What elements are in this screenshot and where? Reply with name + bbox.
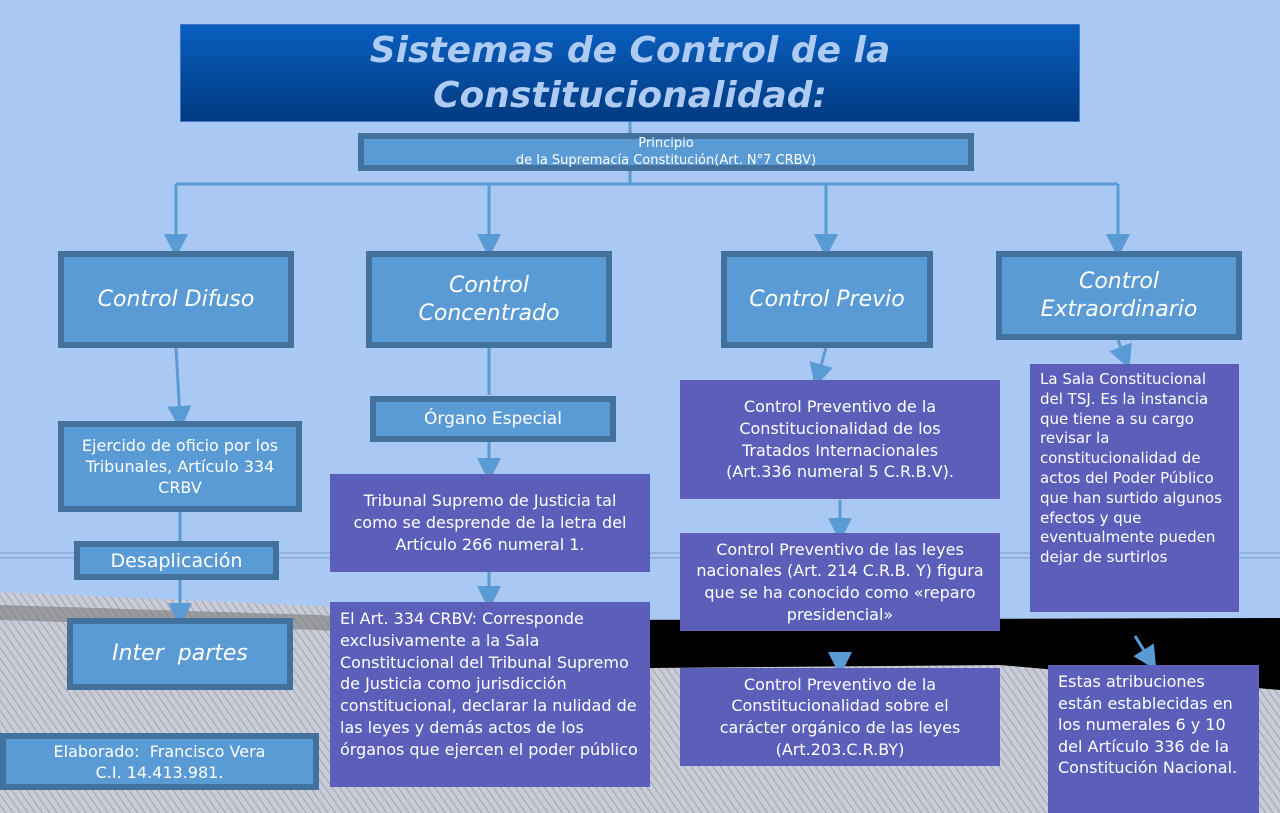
category-extraordinario-label: Control Extraordinario: [1040, 268, 1198, 322]
author-line2: C.I. 14.413.981.: [95, 762, 224, 782]
category-difuso: Control Difuso: [58, 251, 294, 348]
category-concentrado-label: Control Concentrado: [418, 272, 560, 326]
diagram-title-text: Sistemas de Control de la Constitucional…: [369, 30, 891, 116]
concentrado-organo-box: Órgano Especial: [370, 396, 616, 442]
author-line1: Elaborado: Francisco Vera: [53, 741, 266, 761]
concentrado-tribunal-text: Tribunal Supremo de Justicia tal como se…: [353, 491, 627, 554]
previo-tratados-box: Control Preventivo de la Constitucionali…: [680, 380, 1000, 499]
previo-organico-box: Control Preventivo de la Constitucionali…: [680, 668, 1000, 766]
previo-leyes-text: Control Preventivo de las leyes nacional…: [696, 539, 984, 624]
category-previo-label: Control Previo: [749, 286, 905, 312]
previo-tratados-text: Control Preventivo de la Constitucionali…: [726, 397, 954, 482]
concentrado-organo-text: Órgano Especial: [424, 409, 562, 429]
extraordinario-atribuciones-text: Estas atribuciones están establecidas en…: [1058, 672, 1238, 778]
difuso-desaplicacion-text: Desaplicación: [110, 549, 243, 572]
principle-line1: Principio: [638, 136, 694, 151]
extraordinario-sala-box: La Sala Constitucional del TSJ. Es la in…: [1030, 364, 1239, 612]
category-difuso-label: Control Difuso: [97, 286, 255, 312]
difuso-ejercicio-text: Ejercido de oficio por los Tribunales, A…: [81, 436, 279, 497]
previo-organico-text: Control Preventivo de la Constitucionali…: [719, 674, 961, 759]
difuso-ejercicio-box: Ejercido de oficio por los Tribunales, A…: [58, 421, 302, 512]
concentrado-art334-box: El Art. 334 CRBV: Corresponde exclusivam…: [330, 602, 650, 787]
difuso-inter-partes-text: Inter partes: [112, 641, 248, 666]
extraordinario-sala-text: La Sala Constitucional del TSJ. Es la in…: [1040, 370, 1222, 567]
difuso-desaplicacion-box: Desaplicación: [74, 541, 279, 580]
extraordinario-atribuciones-box: Estas atribuciones están establecidas en…: [1048, 665, 1259, 813]
category-extraordinario: Control Extraordinario: [996, 251, 1242, 340]
concentrado-art334-text: El Art. 334 CRBV: Corresponde exclusivam…: [340, 609, 638, 759]
previo-leyes-box: Control Preventivo de las leyes nacional…: [680, 533, 1000, 631]
principle-box: Principio de la Supremacía Constitución(…: [358, 133, 974, 171]
author-box: Elaborado: Francisco Vera C.I. 14.413.98…: [0, 733, 319, 790]
diagram-title: Sistemas de Control de la Constitucional…: [180, 24, 1080, 122]
category-previo: Control Previo: [721, 251, 933, 348]
concentrado-tribunal-box: Tribunal Supremo de Justicia tal como se…: [330, 474, 650, 572]
category-concentrado: Control Concentrado: [366, 251, 612, 348]
difuso-inter-partes-box: Inter partes: [67, 618, 293, 690]
principle-line2: de la Supremacía Constitución(Art. N°7 C…: [515, 153, 817, 168]
